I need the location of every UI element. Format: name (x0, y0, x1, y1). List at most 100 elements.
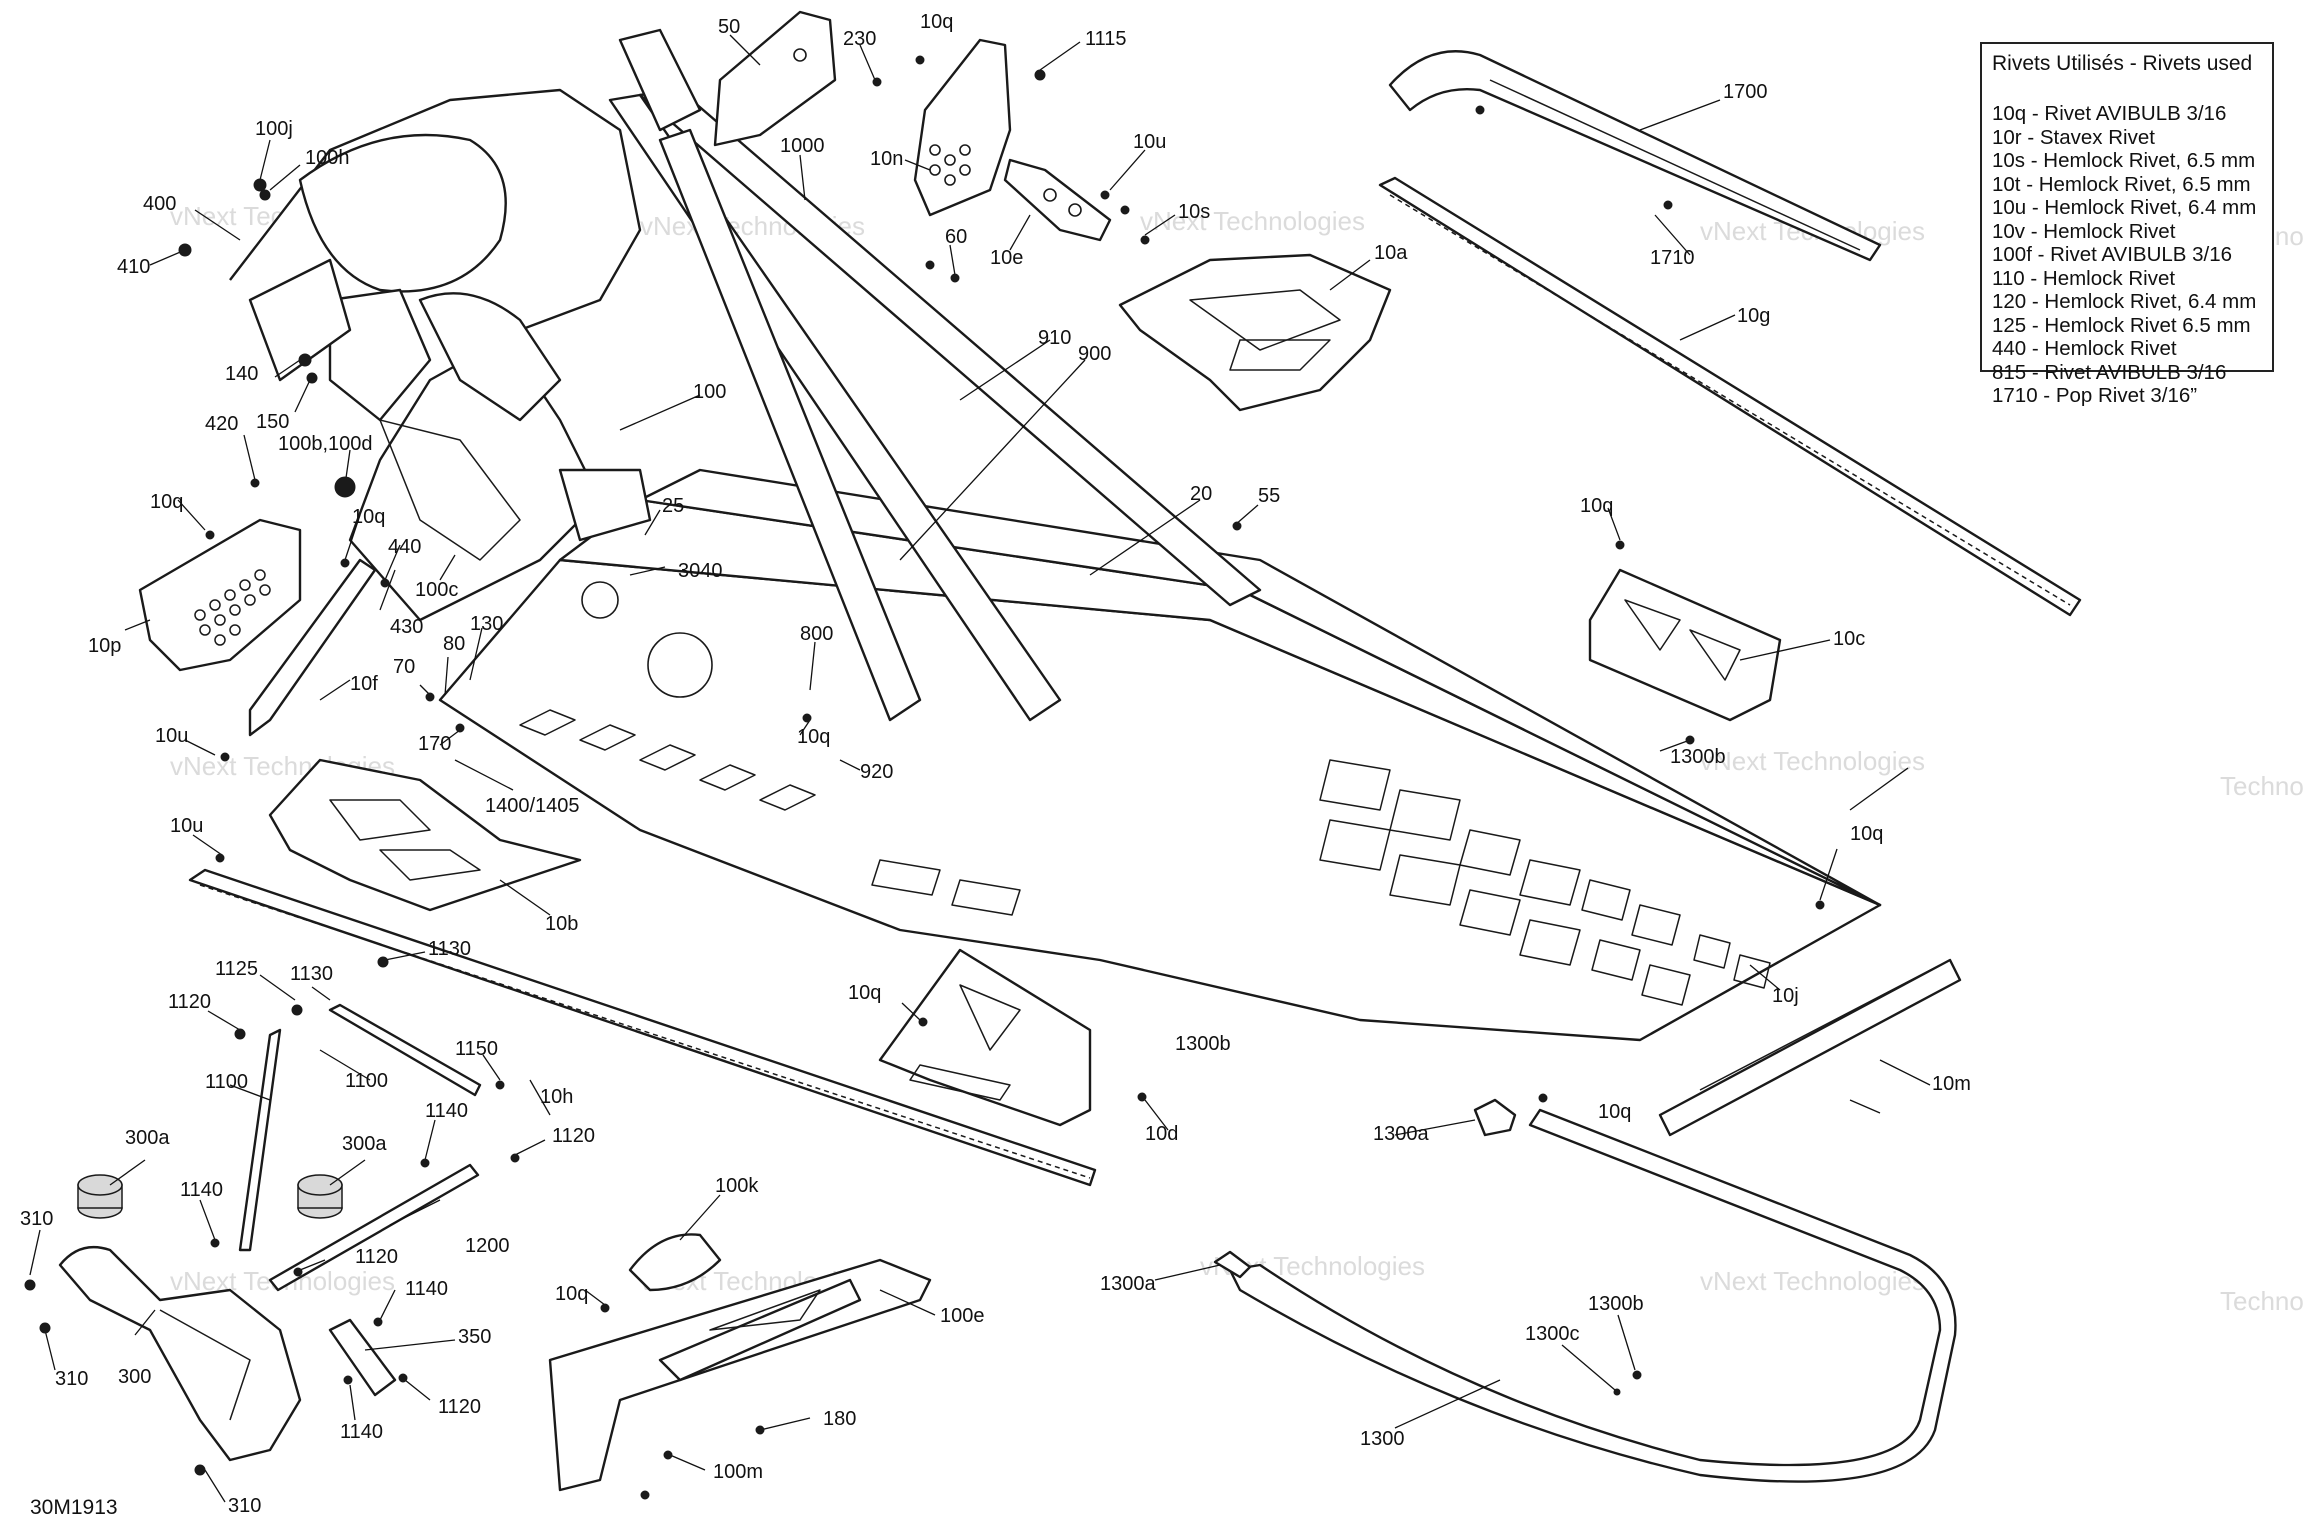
callout-10q: 10q (848, 982, 881, 1004)
callout-10f: 10f (350, 673, 378, 695)
legend-row: 100f - Rivet AVIBULB 3/16 (1992, 243, 2233, 266)
rear-bumper-1300 (1228, 1108, 1957, 1483)
fasteners (24, 55, 1825, 1500)
callout-310: 310 (55, 1368, 88, 1390)
callout-420: 420 (205, 413, 238, 435)
upper-brackets (713, 10, 1112, 242)
callout-10u: 10u (155, 725, 188, 747)
callout-1300a: 1300a (1373, 1123, 1429, 1145)
callout-1120: 1120 (552, 1125, 595, 1147)
callout-10d: 10d (1145, 1123, 1178, 1145)
callout-140: 140 (225, 363, 258, 385)
callout-10u: 10u (170, 815, 203, 837)
callout-1710: 1710 (1650, 247, 1695, 269)
callout-440: 440 (388, 536, 421, 558)
legend-row: 10r - Stavex Rivet (1992, 125, 2155, 149)
bracket-10f (248, 558, 377, 737)
callout-1400-1405: 1400/1405 (485, 795, 580, 817)
rear-bracket-10m (1658, 958, 1962, 1137)
damper-300a (77, 1174, 343, 1219)
legend-title: Rivets Utilisés - Rivets used (1992, 52, 2253, 75)
callout-leaders (29, 34, 1931, 1503)
callout-10q: 10q (555, 1283, 588, 1305)
callout-920: 920 (860, 761, 893, 783)
callout-300a: 300a (342, 1133, 387, 1155)
callout-100h: 100h (305, 147, 350, 169)
callout-10q: 10q (352, 506, 385, 528)
callout-310: 310 (228, 1495, 261, 1517)
callout-3040: 3040 (678, 560, 723, 582)
callout-230: 230 (843, 28, 876, 50)
callout-900: 900 (1078, 343, 1111, 365)
callout-10e: 10e (990, 247, 1023, 269)
watermark: vNext Technologies (1700, 1266, 1925, 1296)
diagram-code: 30M1913 (30, 1496, 118, 1519)
legend-rows: 10q - Rivet AVIBULB 3/16 10r - Stavex Ri… (1992, 102, 2262, 408)
legend-row: 10t - Hemlock Rivet, 6.5 mm (1992, 172, 2251, 196)
watermark: Technologies (2220, 771, 2304, 801)
right-slide-10g (1378, 176, 2082, 617)
callout-70: 70 (393, 656, 415, 678)
callout-10p: 10p (88, 635, 121, 657)
callout-400: 400 (143, 193, 176, 215)
callout-100: 100 (693, 381, 726, 403)
front-shield-10a (1118, 253, 1392, 412)
legend-row: 10u - Hemlock Rivet, 6.4 mm (1992, 196, 2257, 219)
callout-60: 60 (945, 226, 967, 248)
callout-1130: 1130 (428, 938, 471, 960)
callout-100k: 100k (715, 1175, 759, 1197)
callout-1115: 1115 (1085, 28, 1127, 50)
watermark: Technologies (2220, 1286, 2304, 1316)
tunnel-side-cutouts (519, 709, 1021, 916)
callout-800: 800 (800, 623, 833, 645)
plate-10d (878, 948, 1092, 1127)
callout-1100: 1100 (205, 1071, 248, 1093)
callout-300a: 300a (125, 1127, 170, 1149)
legend-row: 440 - Hemlock Rivet (1992, 337, 2177, 360)
callout-100b-100d: 100b,100d (278, 433, 373, 455)
callout-1140: 1140 (405, 1278, 448, 1300)
watermark: vNext Technologies (1140, 206, 1365, 236)
callout-100e: 100e (940, 1305, 985, 1327)
callout-10q: 10q (1850, 823, 1883, 845)
callout-150: 150 (256, 411, 289, 433)
callout-10h: 10h (540, 1086, 573, 1108)
callout-1125: 1125 (215, 958, 258, 980)
callout-1120: 1120 (355, 1246, 398, 1268)
callout-1300c: 1300c (1525, 1323, 1580, 1345)
legend-row: 10q - Rivet AVIBULB 3/16 (1992, 102, 2227, 125)
callout-10s: 10s (1178, 201, 1210, 223)
tunnel-chassis (438, 468, 1882, 1042)
callout-100c: 100c (415, 579, 458, 601)
callout-1140: 1140 (425, 1100, 468, 1122)
callout-310: 310 (20, 1208, 53, 1230)
callout-300: 300 (118, 1366, 151, 1388)
callout-1130: 1130 (290, 963, 333, 985)
legend-row: 120 - Hemlock Rivet, 6.4 mm (1992, 290, 2257, 313)
callout-1200: 1200 (465, 1235, 510, 1257)
callout-10q: 10q (1580, 495, 1613, 517)
callout-10c: 10c (1833, 628, 1865, 650)
callout-1700: 1700 (1723, 81, 1768, 103)
reinforcement-plate-10c (1588, 568, 1782, 722)
callout-430: 430 (390, 616, 423, 638)
callout-170: 170 (418, 733, 451, 755)
callout-1140: 1140 (180, 1179, 223, 1201)
callout-180: 180 (823, 1408, 856, 1430)
bracket-10n-holes (929, 144, 971, 186)
legend-row: 125 - Hemlock Rivet 6.5 mm (1992, 313, 2251, 337)
left-slide-10h (188, 868, 1097, 1187)
callout-10n: 10n (870, 148, 903, 170)
callout-1300b: 1300b (1670, 746, 1726, 768)
callout-1120: 1120 (438, 1396, 481, 1418)
callout-1300b: 1300b (1175, 1033, 1231, 1055)
legend-row: 1710 - Pop Rivet 3/16” (1992, 384, 2198, 407)
callout-1000: 1000 (780, 135, 825, 157)
callout-25: 25 (662, 495, 684, 517)
callout-1120: 1120 (168, 991, 211, 1013)
rivet-legend: Rivets Utilisés - Rivets used 10q - Rive… (1980, 42, 2274, 407)
callout-350: 350 (458, 1326, 491, 1348)
callout-10a: 10a (1374, 242, 1408, 264)
steering-linkage (58, 1003, 482, 1462)
